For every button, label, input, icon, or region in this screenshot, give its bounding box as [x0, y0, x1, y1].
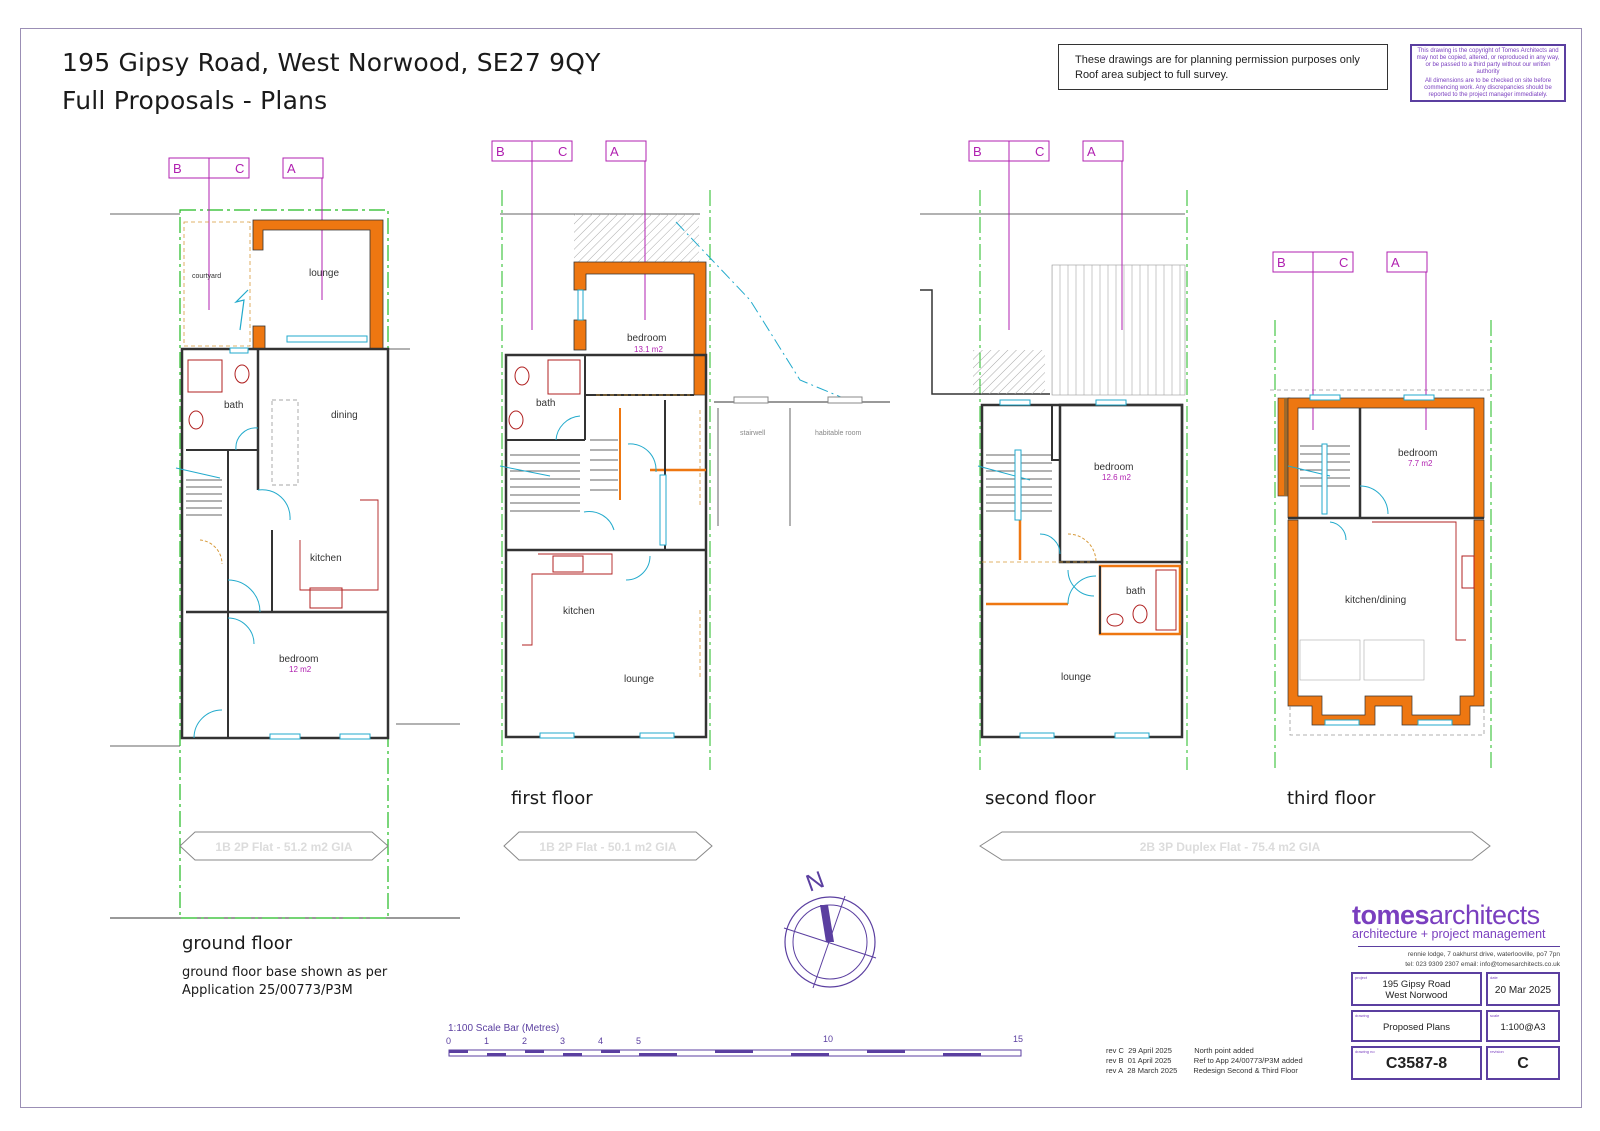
- drawing-subtitle: Full Proposals - Plans: [62, 86, 328, 115]
- grid-markers-second: B C A: [968, 140, 1124, 330]
- grid-label-b: B: [173, 161, 182, 176]
- logo-wordmark: tomesarchitects: [1352, 900, 1540, 930]
- floor-label-second: second floor: [985, 788, 1096, 809]
- project-name-line: 195 Gipsy Road: [1382, 979, 1451, 990]
- room-area-bedroom: 13.1 m2: [634, 345, 663, 354]
- north-arrow: N: [783, 866, 877, 989]
- room-label-lounge: lounge: [624, 674, 654, 685]
- room-label-bath: bath: [224, 400, 243, 411]
- floor-label-ground: ground floor: [182, 933, 293, 954]
- copyright-box: This drawing is the copyright of Tomes A…: [1410, 44, 1566, 102]
- grid-label-b: B: [973, 144, 982, 159]
- revision-list: rev C 29 April 2025 North point added re…: [1106, 1046, 1303, 1076]
- ground-floor-note-line: ground floor base shown as per: [182, 965, 388, 980]
- address-line: rennie lodge, 7 oakhurst drive, waterloo…: [1407, 951, 1560, 958]
- north-label: N: [802, 866, 828, 897]
- grid-label-b: B: [496, 144, 505, 159]
- grid-label-b: B: [1277, 255, 1286, 270]
- copyright-text: This drawing is the copyright of Tomes A…: [1416, 48, 1560, 75]
- room-label-lounge: lounge: [309, 268, 339, 279]
- ground-floor-note-line: Application 25/00773/P3M: [182, 983, 353, 998]
- title-block-drawing: drawing Proposed Plans: [1351, 1010, 1482, 1042]
- contact-line: tel: 023 9309 2307 email: info@tomesarch…: [1405, 961, 1560, 968]
- second-floor-plan: B C A: [920, 140, 1188, 770]
- grid-markers-ground: B C A: [168, 157, 324, 310]
- grid-label-a: A: [1391, 255, 1400, 270]
- grid-label-c: C: [235, 161, 244, 176]
- scale-bar: [448, 1049, 1022, 1057]
- scale-tick: 2: [522, 1036, 528, 1046]
- title-block-project: project 195 Gipsy Road West Norwood: [1351, 972, 1482, 1006]
- room-label-dining: dining: [331, 410, 358, 421]
- room-label-habitable: habitable room: [815, 430, 861, 437]
- grid-markers-third: B C A: [1272, 251, 1428, 430]
- room-label-bedroom: bedroom: [279, 654, 318, 665]
- room-area-bedroom: 12 m2: [289, 665, 312, 674]
- revision-row: rev A 28 March 2025 Redesign Second & Th…: [1106, 1066, 1298, 1075]
- project-name-line: West Norwood: [1385, 990, 1448, 1001]
- drawing-scale: 1:100@A3: [1500, 1022, 1546, 1033]
- gia-tag-first: 1B 2P Flat - 50.1 m2 GIA: [539, 840, 677, 854]
- room-label-stairwell: stairwell: [740, 430, 766, 437]
- room-area-bedroom: 7.7 m2: [1408, 459, 1433, 468]
- revision-letter: C: [1517, 1055, 1529, 1072]
- drawing-date: 20 Mar 2025: [1494, 985, 1552, 996]
- drawing-number: C3587-8: [1385, 1055, 1448, 1072]
- scale-tick: 4: [598, 1036, 604, 1046]
- scale-bar-title: 1:100 Scale Bar (Metres): [448, 1023, 560, 1034]
- grid-label-c: C: [1035, 144, 1044, 159]
- drawing-name: Proposed Plans: [1382, 1022, 1451, 1033]
- third-floor-plan: B C A: [1270, 251, 1492, 770]
- room-label-courtyard: courtyard: [192, 273, 221, 280]
- company-logo: tomesarchitects architecture + project m…: [1352, 900, 1562, 941]
- room-label-bedroom: bedroom: [1398, 448, 1437, 459]
- title-block-scale: scale 1:100@A3: [1486, 1010, 1560, 1042]
- scale-tick: 3: [560, 1036, 566, 1046]
- floor-label-first: first floor: [511, 788, 593, 809]
- logo-divider: [1358, 946, 1560, 947]
- room-label-kitchen: kitchen: [563, 606, 595, 617]
- grid-label-a: A: [1087, 144, 1096, 159]
- ground-floor-plan: B C A: [110, 157, 460, 919]
- scale-tick: 15: [1013, 1034, 1024, 1044]
- revision-row: rev C 29 April 2025 North point added: [1106, 1046, 1254, 1055]
- scale-tick: 1: [484, 1036, 490, 1046]
- dimensions-note: All dimensions are to be checked on site…: [1424, 78, 1552, 98]
- floor-label-third: third floor: [1287, 788, 1376, 809]
- room-label-bath: bath: [536, 398, 555, 409]
- scale-tick: 10: [823, 1034, 834, 1044]
- room-label-kitchen: kitchen: [310, 553, 342, 564]
- room-label-lounge: lounge: [1061, 672, 1091, 683]
- logo-tagline: architecture + project management: [1352, 927, 1546, 941]
- sheet-border: [20, 28, 1582, 1108]
- drawing-title: 195 Gipsy Road, West Norwood, SE27 9QY: [62, 48, 601, 77]
- title-block-revision: revision C: [1486, 1046, 1560, 1080]
- grid-label-a: A: [287, 161, 296, 176]
- room-area-bedroom: 12.6 m2: [1102, 473, 1131, 482]
- scale-tick: 0: [446, 1036, 452, 1046]
- title-block-number: drawing no C3587-8: [1351, 1046, 1482, 1080]
- room-label-kitchen-dining: kitchen/dining: [1345, 595, 1406, 606]
- company-address: rennie lodge, 7 oakhurst drive, waterloo…: [1370, 950, 1560, 970]
- first-floor-plan: B C A stairwell habitable room: [491, 140, 890, 861]
- grid-label-c: C: [558, 144, 567, 159]
- grid-markers-first: B C A: [491, 140, 647, 330]
- planning-note-box: These drawings are for planning permissi…: [1058, 44, 1388, 90]
- gia-tag-duplex: 2B 3P Duplex Flat - 75.4 m2 GIA: [1140, 840, 1321, 854]
- scale-tick: 5: [636, 1036, 642, 1046]
- room-label-bedroom: bedroom: [1094, 462, 1133, 473]
- gia-tag-ground: 1B 2P Flat - 51.2 m2 GIA: [215, 840, 353, 854]
- grid-label-a: A: [610, 144, 619, 159]
- title-block-date: date 20 Mar 2025: [1486, 972, 1560, 1006]
- revision-row: rev B 01 April 2025 Ref to App 24/00773/…: [1106, 1056, 1303, 1065]
- grid-label-c: C: [1339, 255, 1348, 270]
- planning-note-line: Roof area subject to full survey.: [1075, 69, 1229, 81]
- room-label-bedroom: bedroom: [627, 333, 666, 344]
- planning-note-line: These drawings are for planning permissi…: [1075, 54, 1360, 66]
- room-label-bath: bath: [1126, 586, 1145, 597]
- ground-floor-note: ground floor base shown as per Applicati…: [182, 964, 387, 1000]
